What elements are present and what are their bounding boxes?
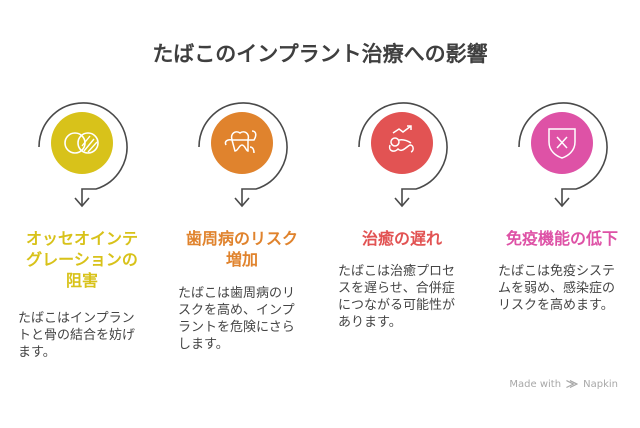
cycle-arrow-graphic <box>162 95 322 220</box>
made-with-napkin-footer: Made with ⨠ Napkin <box>509 379 618 390</box>
cycle-arrow-graphic <box>322 95 482 220</box>
description-line: につながる可能性が <box>338 298 456 313</box>
description-line: します。 <box>178 337 229 352</box>
item-description: たばこは歯周病のリ スクを高め、インプ ラントを危険にさら します。 <box>178 285 308 353</box>
page-title: たばこのインプラント治療への影響 <box>152 42 488 66</box>
item-description: たばこはインプラン トと骨の結合を妨げ ます。 <box>18 310 148 361</box>
description-line: ラントを危険にさら <box>178 320 295 335</box>
description-line: スクを高め、インプ <box>178 303 295 318</box>
description-line: たばこは歯周病のリ <box>178 286 296 301</box>
slow-healing-icon <box>388 125 414 153</box>
heading-line: 歯周病のリスク <box>185 229 298 248</box>
heading-line: 増加 <box>225 250 258 269</box>
item-heading: 免疫機能の低下 <box>490 228 634 249</box>
footer-brand: Napkin <box>583 379 618 390</box>
item-description: たばこは免疫システ ムを弱め、感染症の リスクを高めます。 <box>498 263 628 314</box>
napkin-logo-icon: ⨠ <box>566 379 578 390</box>
description-line: たばこは治癒プロセ <box>338 264 456 279</box>
heading-line: 免疫機能の低下 <box>505 229 618 248</box>
heading-line: 阻害 <box>65 271 98 290</box>
item-description: たばこは治癒プロセ スを遅らせ、合併症 につながる可能性が あります。 <box>338 263 468 331</box>
shield-x-icon <box>548 128 576 159</box>
heading-line: オッセオインテ <box>25 229 138 248</box>
description-line: ます。 <box>18 345 56 360</box>
item-heading: 歯周病のリスク 増加 <box>170 228 314 270</box>
cycle-arrow-graphic <box>482 95 640 220</box>
description-line: リスクを高めます。 <box>498 298 614 313</box>
description-line: スを遅らせ、合併症 <box>338 281 455 296</box>
tooth-icon <box>224 130 257 154</box>
heading-line: 治癒の遅れ <box>361 229 442 248</box>
description-line: たばこは免疫システ <box>498 264 616 279</box>
cycle-arrow-graphic <box>2 95 162 220</box>
item-heading: オッセオインテ グレーションの 阻害 <box>10 228 154 291</box>
footer-prefix: Made with <box>509 379 562 390</box>
description-line: トと骨の結合を妨げ <box>18 328 136 343</box>
overlapping-circles-icon <box>64 132 99 154</box>
description-line: ムを弱め、感染症の <box>498 281 616 296</box>
description-line: あります。 <box>338 315 402 330</box>
heading-line: グレーションの <box>26 250 138 269</box>
item-heading: 治癒の遅れ <box>330 228 474 249</box>
description-line: たばこはインプラン <box>18 311 135 326</box>
